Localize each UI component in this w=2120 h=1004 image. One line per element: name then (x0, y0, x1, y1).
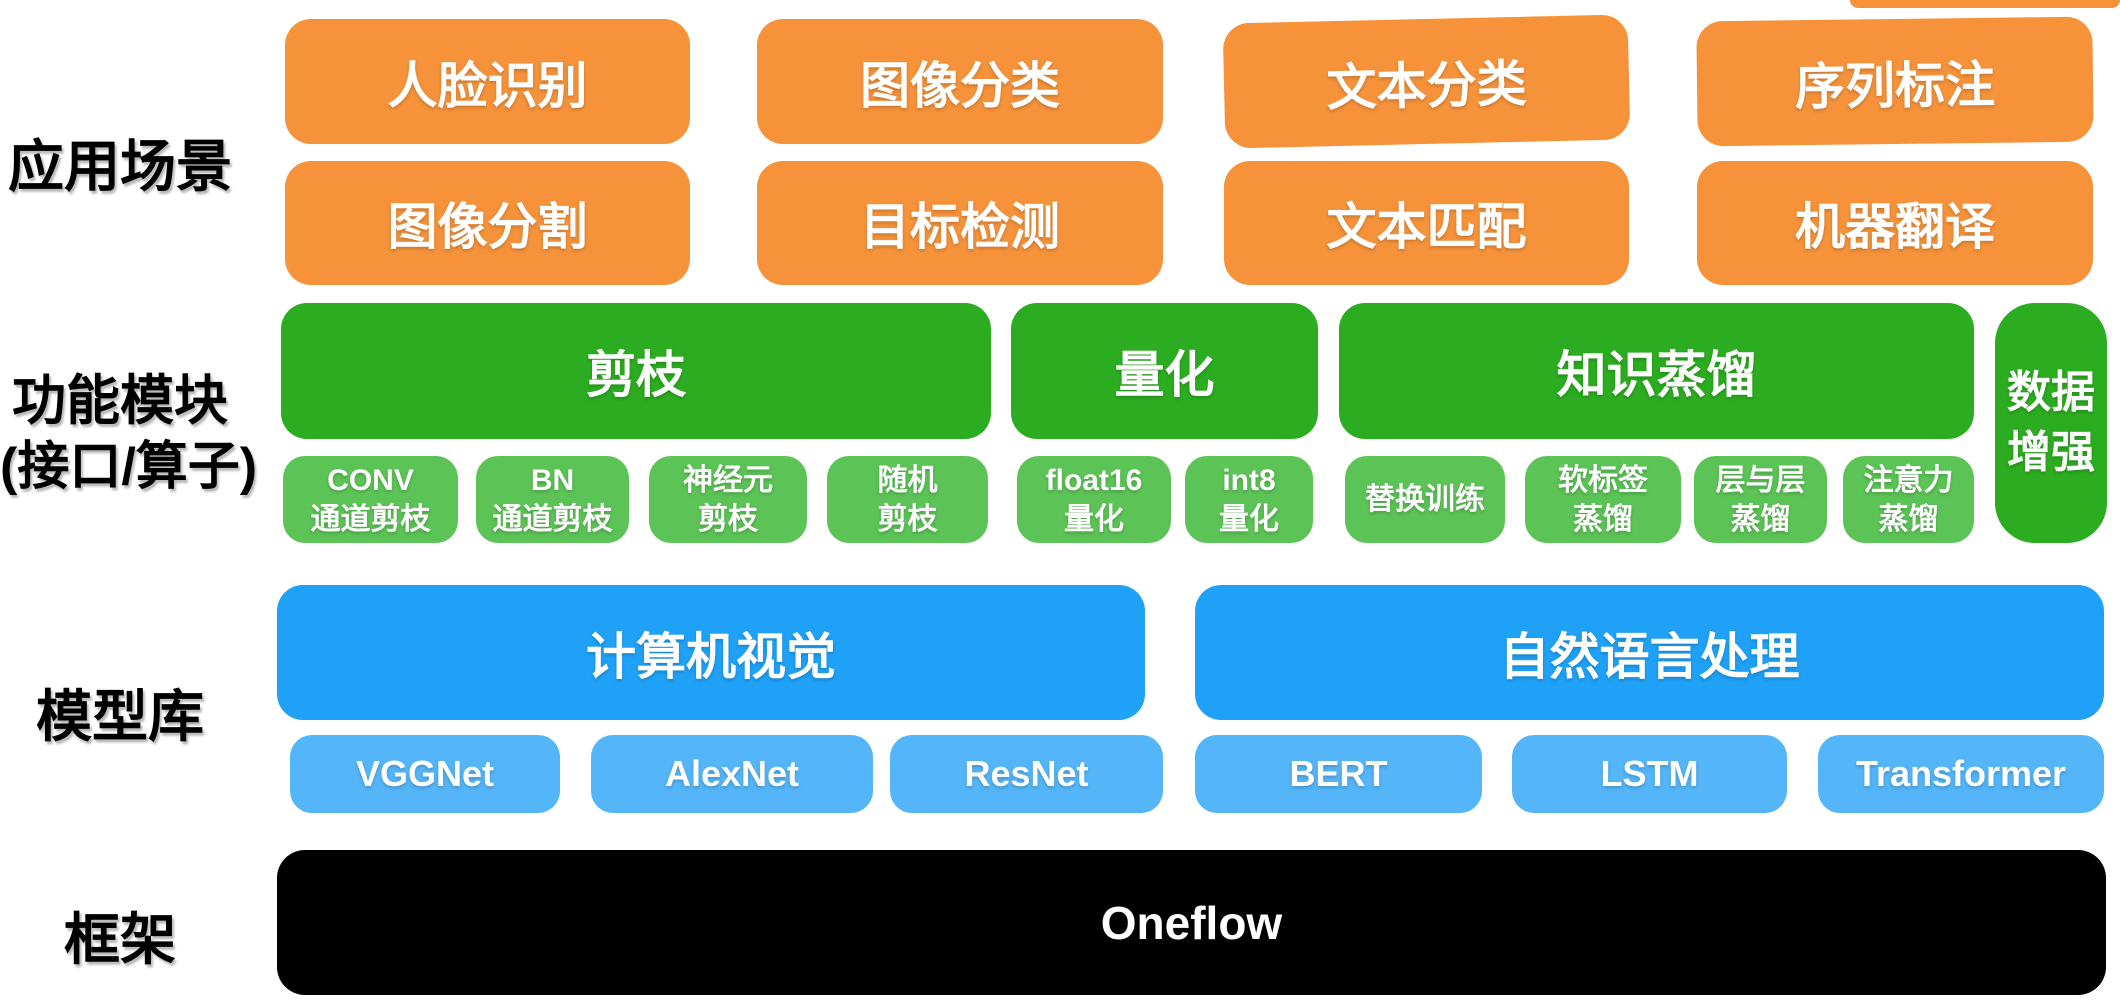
model-box-vggnet: VGGNet (290, 735, 560, 813)
model-label: VGGNet (355, 753, 495, 794)
module-op-float16-quantization: float16 量化 (1017, 456, 1171, 543)
app-box-label: 图像分类 (860, 57, 1060, 114)
module-group-data-augmentation: 数据 增强 (1995, 303, 2107, 543)
app-box-label: 机器翻译 (1795, 199, 1995, 255)
module-op-bn-channel-pruning: BN 通道剪枝 (476, 456, 629, 543)
model-box-lstm: LSTM (1512, 735, 1787, 813)
op-line2: 剪枝 (877, 502, 938, 536)
op-line2: 通道剪枝 (310, 502, 431, 536)
app-box-text-classification: 文本分类 (1222, 14, 1631, 149)
module-op-replacement-training: 替换训练 (1345, 456, 1505, 543)
band-label-application: 应用场景 (8, 135, 232, 198)
framework-bar-oneflow: Oneflow (277, 850, 2106, 995)
module-op-soft-label-distillation: 软标签 蒸馏 (1525, 456, 1681, 543)
op-line1: 层与层 (1715, 463, 1806, 497)
op-line2: 蒸馏 (1878, 502, 1939, 536)
model-label: LSTM (1600, 753, 1699, 794)
model-box-bert: BERT (1195, 735, 1482, 813)
module-op-neuron-pruning: 神经元 剪枝 (649, 456, 807, 543)
module-op-random-pruning: 随机 剪枝 (827, 456, 988, 543)
framework-name: Oneflow (1100, 896, 1283, 949)
module-op-attention-distillation: 注意力 蒸馏 (1843, 456, 1974, 543)
module-group-pruning: 剪枝 (281, 303, 991, 439)
band-label-framework: 框架 (64, 908, 176, 971)
app-box-label: 图像分割 (387, 199, 588, 255)
op-line2: 量化 (1219, 502, 1279, 536)
op-line2: 剪枝 (698, 502, 758, 536)
module-op-int8-quantization: int8 量化 (1185, 456, 1313, 543)
app-box-face-recognition: 人脸识别 (285, 19, 690, 144)
app-box-text-matching: 文本匹配 (1224, 161, 1629, 285)
band-label-modules-line2: (接口/算子) (0, 438, 258, 496)
model-group-label: 计算机视觉 (586, 628, 836, 685)
model-box-alexnet: AlexNet (591, 735, 873, 813)
module-op-layer-distillation: 层与层 蒸馏 (1694, 456, 1827, 543)
model-label: Transformer (1855, 753, 2067, 794)
module-group-label: 知识蒸馏 (1556, 347, 1757, 403)
app-box-label: 文本匹配 (1326, 199, 1527, 255)
model-group-label: 自然语言处理 (1499, 628, 1800, 685)
op-line1: CONV (327, 463, 414, 497)
model-label: BERT (1289, 753, 1388, 794)
module-group-label: 量化 (1114, 347, 1215, 403)
op-line1: int8 (1222, 463, 1276, 497)
model-label: ResNet (964, 753, 1089, 794)
app-box-machine-translation: 机器翻译 (1697, 161, 2093, 285)
model-group-computer-vision: 计算机视觉 (277, 585, 1145, 720)
module-group-label: 剪枝 (586, 347, 686, 403)
op-line1: 替换训练 (1365, 483, 1485, 516)
op-line2: 蒸馏 (1573, 502, 1633, 536)
op-line1: 神经元 (683, 463, 773, 497)
module-group-knowledge-distillation: 知识蒸馏 (1339, 303, 1974, 439)
module-group-quantization: 量化 (1011, 303, 1318, 439)
model-box-resnet: ResNet (890, 735, 1163, 813)
op-line2: 量化 (1064, 502, 1124, 536)
app-box-image-classification: 图像分类 (757, 19, 1163, 144)
band-label-models: 模型库 (36, 685, 204, 748)
partial-box-sliver (1850, 0, 2120, 8)
op-line1: BN (530, 463, 575, 497)
model-label: AlexNet (664, 753, 800, 794)
op-line1: 软标签 (1558, 463, 1648, 497)
app-box-label: 文本分类 (1325, 55, 1528, 116)
app-box-label: 目标检测 (860, 199, 1060, 255)
app-box-object-detection: 目标检测 (757, 161, 1163, 285)
app-box-image-segmentation: 图像分割 (285, 161, 690, 285)
app-box-label: 序列标注 (1794, 56, 1996, 115)
module-op-conv-channel-pruning: CONV 通道剪枝 (283, 456, 458, 543)
app-box-label: 人脸识别 (387, 57, 588, 114)
op-line1: 注意力 (1863, 463, 1954, 497)
op-line1: 随机 (877, 463, 938, 497)
op-line2: 通道剪枝 (492, 502, 613, 536)
model-box-transformer: Transformer (1818, 735, 2104, 813)
op-line2: 蒸馏 (1730, 502, 1791, 536)
module-group-label-line1: 数据 (2007, 368, 2095, 417)
module-group-label-line2: 增强 (2007, 428, 2095, 477)
app-box-sequence-labeling: 序列标注 (1696, 16, 2094, 147)
model-group-nlp: 自然语言处理 (1195, 585, 2104, 720)
band-label-modules-line1: 功能模块 (12, 371, 228, 431)
op-line1: float16 (1045, 463, 1143, 497)
